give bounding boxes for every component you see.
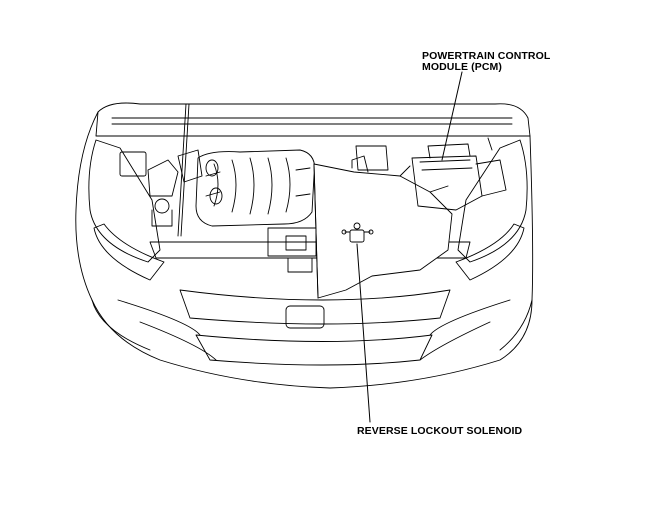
pcm-leader-line [441, 71, 463, 161]
reservoir-cap [154, 198, 170, 214]
lower-grille [195, 334, 433, 366]
rls-leader-line [356, 243, 371, 423]
upper-grille [179, 289, 451, 325]
battery [119, 151, 147, 177]
emblem [285, 305, 325, 329]
pcm-label-line-1: POWERTRAIN CONTROL [422, 50, 551, 62]
pcm-callout-label: POWERTRAIN CONTROL MODULE (PCM) [422, 51, 550, 73]
hood-outline [95, 102, 531, 137]
right-headlight [455, 223, 525, 281]
pcm-box [411, 155, 483, 211]
lower-bumper-outline [91, 299, 533, 351]
air-box-cover [313, 163, 453, 299]
reverse-lockout-solenoid [341, 222, 374, 243]
left-headlight [93, 223, 165, 281]
left-fender [88, 139, 161, 263]
right-fender [457, 139, 528, 263]
hood-prop-rod [177, 103, 187, 237]
intake-manifold [195, 149, 316, 227]
reverse-lockout-solenoid-label: REVERSE LOCKOUT SOLENOID [357, 425, 523, 437]
pcm-label-line-2: MODULE (PCM) [422, 61, 502, 73]
